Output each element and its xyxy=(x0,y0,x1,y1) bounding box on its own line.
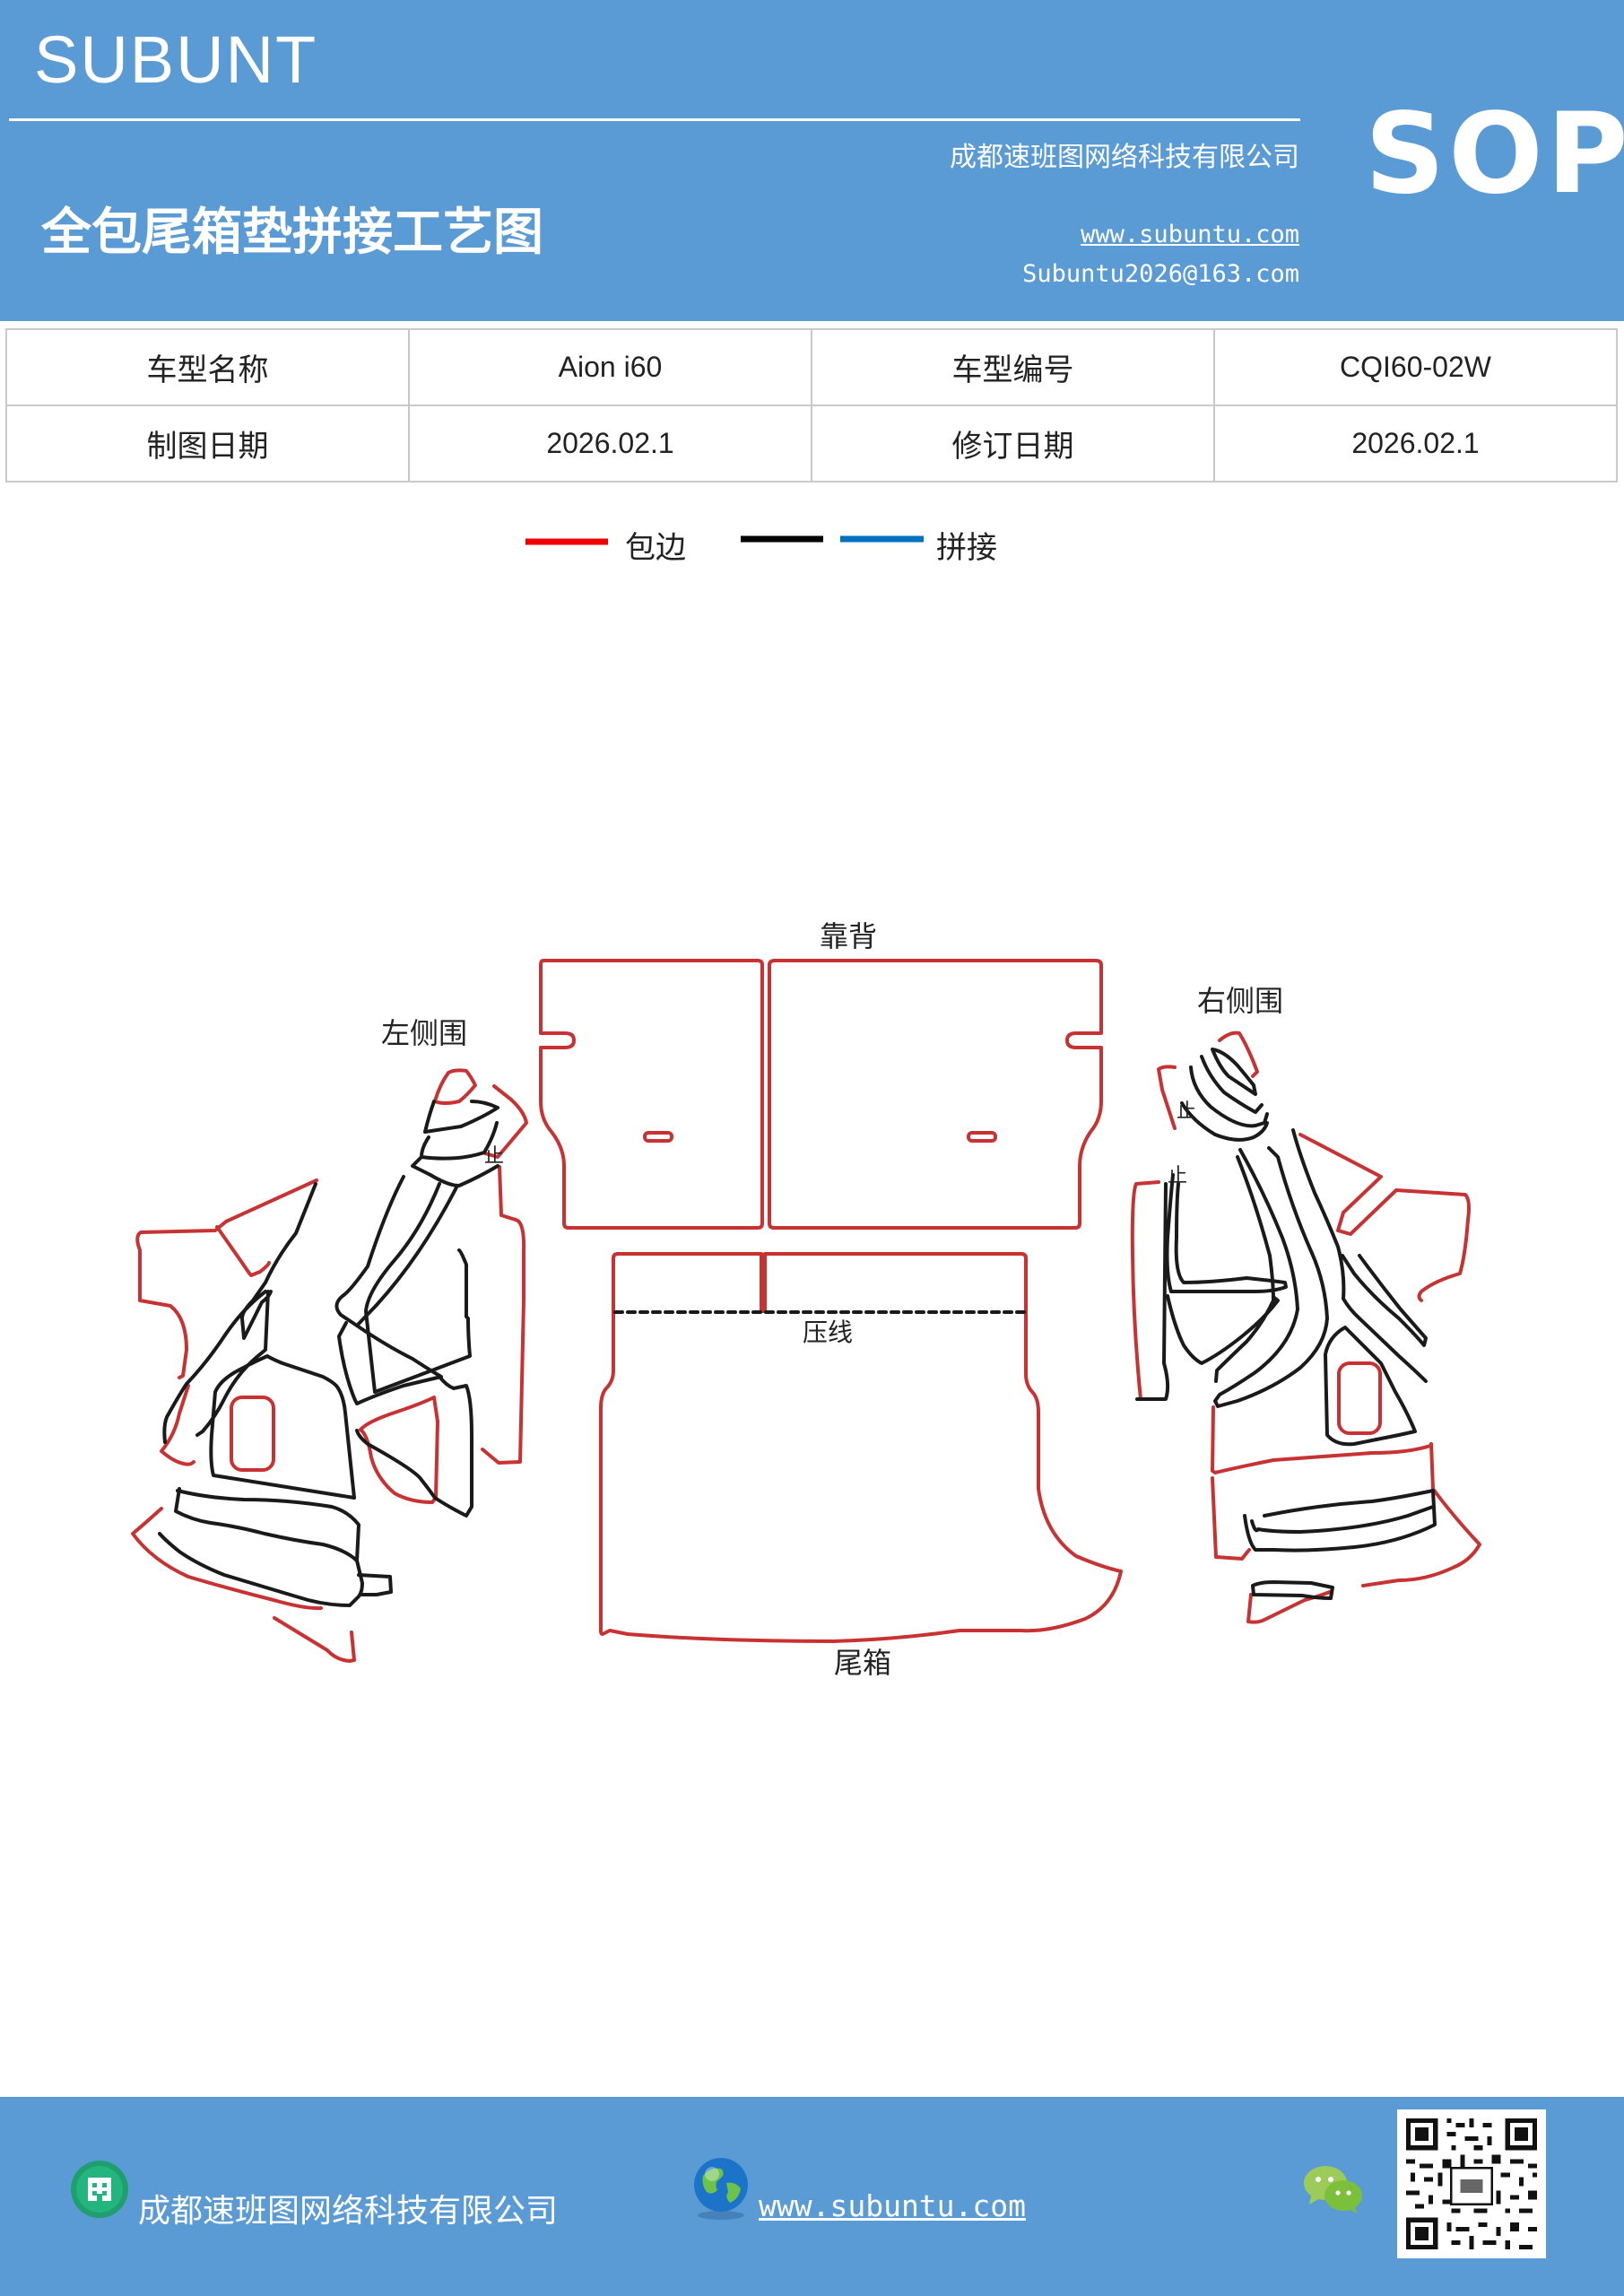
edge-outlines xyxy=(131,959,1481,1663)
left-window-inner-2 xyxy=(230,1396,275,1472)
right-strip-3 xyxy=(1189,1065,1269,1128)
seam-outlines xyxy=(158,1048,1437,1607)
label-backrest: 靠背 xyxy=(820,919,877,953)
footer-website-link[interactable]: www.subuntu.com xyxy=(759,2188,1027,2223)
header-banner xyxy=(0,0,1624,321)
table-cell: 修订日期 xyxy=(811,404,1215,483)
trunk-floor-panel xyxy=(599,1252,1123,1643)
right-long-strip-2 xyxy=(1214,1155,1275,1383)
left-lower-strip-2 xyxy=(176,1489,360,1562)
right-inner-wedge xyxy=(1166,1294,1280,1365)
sop-badge: SOP xyxy=(1365,90,1624,219)
right-flank xyxy=(1130,1180,1166,1401)
left-window-frame xyxy=(209,1354,356,1500)
qr-code xyxy=(1397,2109,1546,2258)
right-lower-strip xyxy=(1243,1489,1437,1552)
left-long-strip xyxy=(334,1175,459,1327)
right-mid-panel-2 xyxy=(1165,1173,1288,1293)
right-lower-strip-2 xyxy=(1250,1505,1435,1534)
backrest-left-slot xyxy=(643,1131,673,1143)
right-mid-frame xyxy=(1135,1182,1170,1401)
left-long-strip-2 xyxy=(364,1182,472,1394)
label-left-side: 左侧围 xyxy=(381,1016,467,1050)
legend-label-edge: 包边 xyxy=(625,530,686,566)
right-lower-panel xyxy=(1211,1476,1251,1561)
table-row: 制图日期 2026.02.1 修订日期 2026.02.1 xyxy=(5,404,1618,483)
company-name: 成都速班图网络科技有限公司 xyxy=(950,142,1299,173)
right-wing-edge-1 xyxy=(1157,1065,1177,1130)
left-window-inner-1 xyxy=(359,1396,439,1504)
brand-name: SUBUNT xyxy=(34,22,318,97)
table-cell: 2026.02.1 xyxy=(408,404,812,483)
backrest-right-panel xyxy=(768,959,1103,1230)
right-window-inner xyxy=(1337,1361,1382,1435)
left-inner-arc xyxy=(195,1290,270,1437)
right-strip-4 xyxy=(1180,1101,1269,1142)
label-right-side: 右侧围 xyxy=(1197,984,1283,1018)
left-strip-2 xyxy=(420,1121,499,1161)
footer-company-name: 成都速班图网络科技有限公司 xyxy=(138,2193,559,2230)
backrest-right-slot xyxy=(967,1131,997,1143)
left-outer-panel-2 xyxy=(215,1225,271,1277)
table-cell: 车型名称 xyxy=(5,328,410,406)
right-long-strip-3 xyxy=(1291,1128,1428,1383)
left-lower-strip xyxy=(158,1487,364,1607)
table-cell: CQI60-02W xyxy=(1213,328,1618,406)
left-upper-panel xyxy=(240,1182,317,1340)
document-title: 全包尾箱垫拼接工艺图 xyxy=(41,204,543,262)
right-bottom-tab xyxy=(1246,1590,1332,1624)
label-crease: 压线 xyxy=(803,1318,853,1347)
left-bottom-tab xyxy=(273,1616,356,1663)
globe-icon xyxy=(694,2158,748,2220)
right-strip-2 xyxy=(1200,1055,1264,1114)
vehicle-info-table: 车型名称 Aion i60 车型编号 CQI60-02W 制图日期 2026.0… xyxy=(5,328,1618,483)
table-cell: 制图日期 xyxy=(5,404,410,483)
label-trunk: 尾箱 xyxy=(834,1646,891,1680)
header-divider xyxy=(9,118,1300,121)
wechat-icon xyxy=(1304,2166,1362,2213)
left-flank xyxy=(481,1165,526,1465)
left-outer-panel xyxy=(135,1178,318,1379)
left-mid-panel xyxy=(337,1321,443,1405)
right-window-frame xyxy=(1324,1326,1417,1447)
left-bottom-edge xyxy=(131,1507,323,1611)
right-bottom-strip xyxy=(1251,1580,1334,1600)
table-row: 车型名称 Aion i60 车型编号 CQI60-02W xyxy=(5,328,1618,406)
table-cell: 车型编号 xyxy=(811,328,1215,406)
diagram-labels: 靠背 左侧围 右侧围 压线 尾箱 止 止 止 xyxy=(381,919,1283,1680)
label-stop-left: 止 xyxy=(484,1145,504,1168)
right-strip-1 xyxy=(1211,1048,1257,1096)
left-wing-edge-1 xyxy=(483,1084,528,1159)
website-link[interactable]: www.subuntu.com xyxy=(1081,221,1299,248)
left-strip-1 xyxy=(423,1100,499,1134)
left-wing-top xyxy=(433,1068,477,1105)
right-lower-edge xyxy=(1361,1442,1481,1587)
right-outer-panel xyxy=(1298,1133,1471,1302)
backrest-left-panel xyxy=(539,959,764,1230)
building-icon xyxy=(71,2161,128,2218)
left-lower-strip-3 xyxy=(357,1573,393,1596)
right-long-strip xyxy=(1213,1146,1329,1408)
right-mid-panel xyxy=(1211,1405,1432,1474)
table-cell: Aion i60 xyxy=(408,328,812,406)
label-stop-right-2: 止 xyxy=(1168,1165,1187,1187)
left-inner-arc-2 xyxy=(162,1290,267,1444)
left-bracket xyxy=(355,1375,473,1518)
right-side-strip xyxy=(1341,1254,1428,1347)
table-cell: 2026.02.1 xyxy=(1213,404,1618,483)
right-wing-top xyxy=(1218,1031,1259,1078)
label-stop-right-1: 止 xyxy=(1177,1100,1196,1123)
legend-label-splice: 拼接 xyxy=(936,530,997,566)
legend: 包边 拼接 xyxy=(525,530,997,566)
email-address: Subuntu2026@163.com xyxy=(1022,260,1299,288)
left-lower-edge xyxy=(160,1384,195,1466)
